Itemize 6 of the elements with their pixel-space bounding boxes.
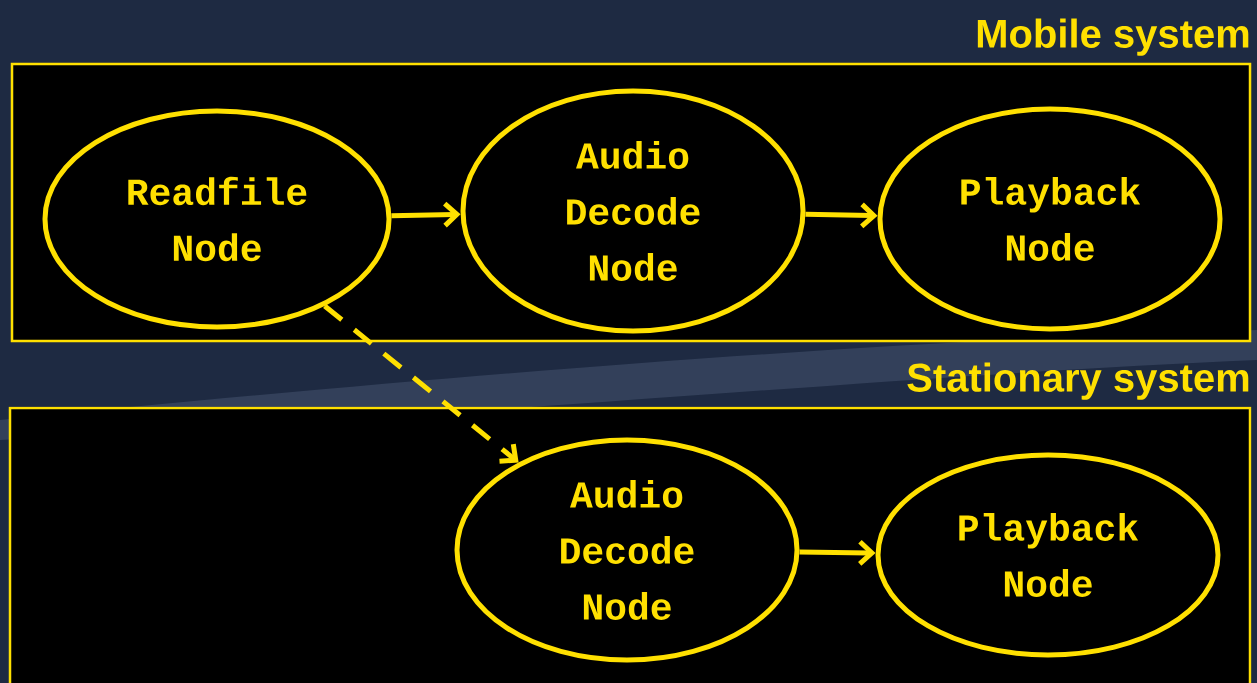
node-label: Mobile system: [977, 18, 1249, 56]
node-label: Stationary system: [907, 362, 1249, 400]
arrow: [391, 201, 461, 228]
arrow: [805, 202, 878, 229]
arrow: [323, 304, 519, 464]
arrow: [799, 539, 876, 566]
